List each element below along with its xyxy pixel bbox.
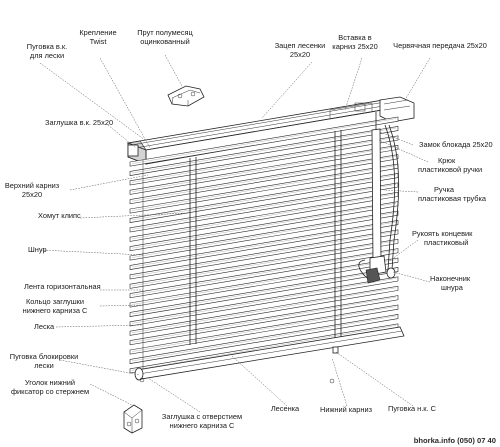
label-ladder-hook-2: 25x20 (290, 50, 310, 59)
bottom-rail (134, 326, 405, 381)
slat (129, 257, 399, 308)
slat (129, 126, 399, 176)
slat (129, 285, 399, 336)
label-end-grip: Рукоять концевик (412, 229, 473, 238)
slat (129, 238, 399, 289)
label-bottom-button: Пуговка н.к. С (388, 404, 437, 413)
slat (129, 154, 399, 205)
small-button-part (139, 346, 339, 384)
slat-highlight (131, 174, 397, 221)
leader-lines (39, 54, 431, 413)
label-handle: Ручка (434, 185, 455, 194)
label-handle-hook-2: пластиковой ручки (418, 165, 482, 174)
twist-bracket-part (167, 85, 205, 107)
label-button-upper-for-line-2: для лески (30, 51, 64, 60)
wand-handle (358, 112, 387, 284)
label-upper-rail: Верхний карниз (5, 181, 60, 190)
label-cord-tip: Наконечник (430, 274, 471, 283)
slat (129, 314, 399, 364)
label-twist-mount-2: Twist (90, 37, 107, 46)
label-end-grip-2: пластиковый (424, 238, 468, 247)
label-rail-insert-2: карниз 25x20 (332, 42, 377, 51)
slat (129, 173, 399, 223)
slat-highlight (131, 268, 397, 315)
slat (129, 295, 399, 346)
slat-highlight (131, 127, 397, 174)
slat (129, 267, 399, 317)
slat-highlight (131, 259, 397, 305)
label-handle-hook: Крюк (438, 156, 456, 165)
slat (129, 220, 399, 270)
slat-highlight (131, 325, 397, 371)
footer-contact: bhorka.info (050) 07 40 (414, 436, 496, 445)
slat (129, 248, 399, 299)
label-clip-clamp: Хомут клипс (38, 211, 81, 220)
label-block-lock: Замок блокада 25x20 (419, 140, 493, 149)
slat-highlight (131, 137, 397, 183)
slat (129, 144, 399, 195)
label-ladder-hook: Зацеп лесенки (275, 41, 326, 50)
slat-highlight (131, 221, 397, 268)
label-cord: Шнур (28, 245, 47, 254)
label-half-moon-rod: Прут полумесяц (137, 28, 193, 37)
slat-highlight (131, 146, 397, 192)
slat-highlight (131, 165, 397, 211)
label-lower-corner: Уголок нижний (25, 378, 75, 387)
label-bottom-rail: Нижний карниз (320, 405, 373, 414)
labels: Пуговка в.к. для лески Крепление Twist П… (5, 28, 493, 430)
slat-highlight (131, 184, 397, 230)
label-line: Леска (34, 322, 55, 331)
slat-highlight (131, 231, 397, 277)
pull-cord (384, 124, 400, 279)
slat-highlight (131, 250, 397, 296)
slat-highlight (131, 118, 397, 164)
label-upper-rail-2: 25x20 (22, 190, 42, 199)
slat-highlight (131, 203, 397, 249)
slat-highlight (131, 240, 397, 286)
slat-highlight (131, 278, 397, 324)
label-cord-tip-2: шнура (441, 283, 464, 292)
label-lower-corner-2: фиксатор со стержнем (11, 387, 89, 396)
ladder-cords (142, 130, 342, 375)
label-button-upper-for-line: Пуговка в.к. (27, 42, 67, 51)
label-twist-mount: Крепление (79, 28, 116, 37)
slat-highlight (131, 287, 397, 333)
label-upper-end-cap: Заглушка в.к. 25x20 (45, 118, 113, 127)
slat (129, 191, 399, 242)
slat (129, 210, 399, 261)
slat (129, 135, 399, 186)
label-line-lock-button-2: лески (34, 361, 53, 370)
label-holed-cap-2: нижнего карниза С (170, 421, 235, 430)
slat-highlight (131, 315, 397, 362)
label-holed-cap: Заглушка с отверстием (162, 412, 242, 421)
label-line-lock-button: Пуговка блокировки (10, 352, 78, 361)
slat (129, 276, 399, 327)
label-cap-ring-2: нижнего карниза С (23, 306, 88, 315)
slat-highlight (131, 156, 397, 202)
slat-highlight (131, 297, 397, 343)
slat-highlight (131, 306, 397, 352)
label-half-moon-rod-2: оцинкованный (140, 37, 190, 46)
slats-group (129, 116, 399, 374)
label-ladder: Лесенка (271, 404, 300, 413)
label-handle-2: пластиковая трубка (418, 194, 487, 203)
label-worm-gear: Червячная передача 25x20 (393, 41, 487, 50)
label-cap-ring: Кольцо заглушки (26, 297, 84, 306)
label-rail-insert: Вставка в (338, 33, 372, 42)
slat (129, 182, 399, 233)
bottom-corner-part (123, 404, 143, 434)
slat-highlight (131, 212, 397, 258)
slat (129, 304, 399, 355)
label-horizontal-tape: Лента горизонтальная (24, 282, 101, 291)
slat-highlight (131, 193, 397, 239)
slat (129, 229, 399, 280)
slat (129, 116, 399, 167)
